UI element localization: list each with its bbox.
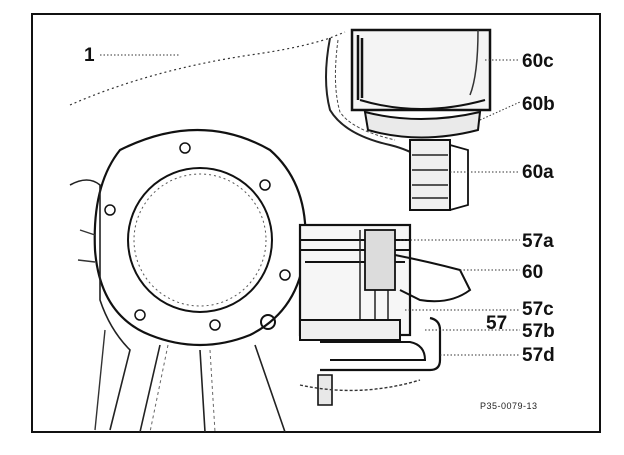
callout-57b: 57b: [522, 321, 555, 342]
line-57d: [320, 316, 442, 372]
callout-57a: 57a: [522, 231, 554, 252]
bolt-hole: [179, 142, 191, 154]
bolt-hole: [259, 179, 271, 191]
pump-flange: [394, 254, 472, 303]
housing-edge: [325, 37, 421, 159]
housing-edge-inner: [334, 39, 396, 141]
reservoir-bottom: [359, 99, 486, 110]
bolt-hole: [209, 319, 221, 331]
reservoir-strap: [356, 35, 364, 100]
callout-60b: 60b: [522, 94, 555, 115]
figure-frame: [31, 13, 601, 433]
reservoir-body: [350, 28, 492, 112]
flywheel-bore-inner: [133, 173, 267, 307]
component-57b-57d: [299, 316, 442, 406]
flywheel-bore: [127, 167, 273, 313]
flywheel-housing: [93, 129, 307, 347]
fitting-bolt: [317, 374, 333, 406]
bolt-hole: [104, 204, 116, 216]
callout-60a: 60a: [522, 162, 554, 183]
clamp-ring: [363, 110, 482, 139]
flywheel-flange: [93, 129, 307, 347]
bolt-hole: [279, 269, 291, 281]
bolt-hole: [260, 314, 276, 330]
lower-strut-shadow: [149, 344, 216, 433]
component-60b: [363, 110, 482, 139]
drain-line: [299, 379, 421, 392]
callout-1: 1: [84, 45, 95, 66]
figure-reference: P35-0079-13: [480, 401, 538, 411]
valve-side: [449, 144, 469, 211]
callout-60c: 60c: [522, 51, 554, 72]
valve-body: [409, 139, 451, 211]
left-bracket: [69, 179, 131, 431]
lower-strut: [139, 344, 286, 433]
callout-57c: 57c: [522, 299, 554, 320]
callout-57d: 57d: [522, 345, 555, 366]
reservoir-neck: [469, 29, 479, 96]
pump-piston: [364, 229, 396, 291]
engine-housing-outline: [69, 31, 346, 106]
callout-60: 60: [522, 262, 544, 283]
component-60c: [350, 28, 492, 112]
left-rib: [77, 229, 106, 431]
leader-lines: [100, 54, 521, 356]
bolt-hole: [134, 309, 146, 321]
valve-fins: [412, 154, 448, 199]
leader-60b: [479, 101, 521, 121]
component-57a-60: [298, 223, 472, 337]
component-60a: [409, 139, 469, 211]
fitting-57c: [299, 319, 401, 341]
fitting-57b: [320, 341, 427, 361]
callout-57: 57: [486, 313, 508, 334]
